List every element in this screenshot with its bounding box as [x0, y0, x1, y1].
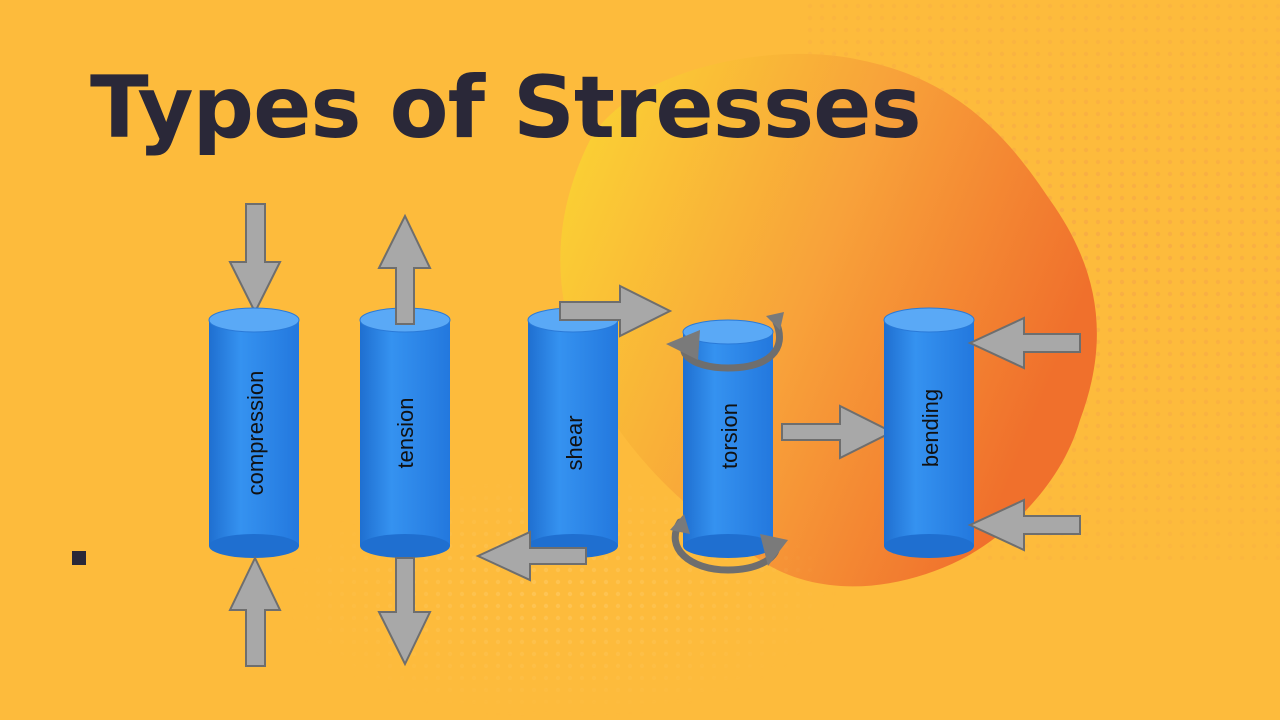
torsion-rotation-arrowhead-bottom — [760, 534, 788, 566]
torsion-rotation-arrowhead-top-right — [766, 312, 784, 330]
bending-arrow-bottom-right — [967, 498, 1081, 552]
compression-label: compression — [243, 371, 268, 496]
tension-label: tension — [393, 398, 418, 469]
torsion-group: torsion — [666, 312, 788, 574]
bending-cylinder — [883, 307, 975, 558]
page-title: Types of Stresses — [90, 58, 922, 158]
shear-arrow-left — [475, 530, 587, 582]
bending-label: bending — [918, 389, 943, 467]
shear-label: shear — [562, 415, 587, 470]
tension-cylinder — [359, 307, 451, 558]
tension-group: tension — [359, 213, 451, 667]
shear-group: shear — [475, 284, 673, 582]
torsion-text: torsion — [717, 403, 742, 469]
bending-arrow-center — [781, 404, 895, 460]
compression-group: compression — [208, 203, 300, 667]
compression-arrow-bottom — [228, 555, 282, 667]
compression-cylinder — [208, 307, 300, 558]
torsion-rotation-arrowhead-top — [666, 330, 700, 360]
bending-group: bending — [781, 307, 1081, 558]
compression-arrow-top — [228, 203, 282, 315]
shear-arrow-right — [559, 284, 673, 338]
bending-arrow-top-right — [967, 316, 1081, 370]
tension-arrow-down — [377, 557, 432, 667]
torsion-rotation-arrowhead-bottom-left — [670, 514, 690, 534]
bullet-marker — [72, 551, 86, 565]
tension-arrow-up — [377, 213, 432, 325]
